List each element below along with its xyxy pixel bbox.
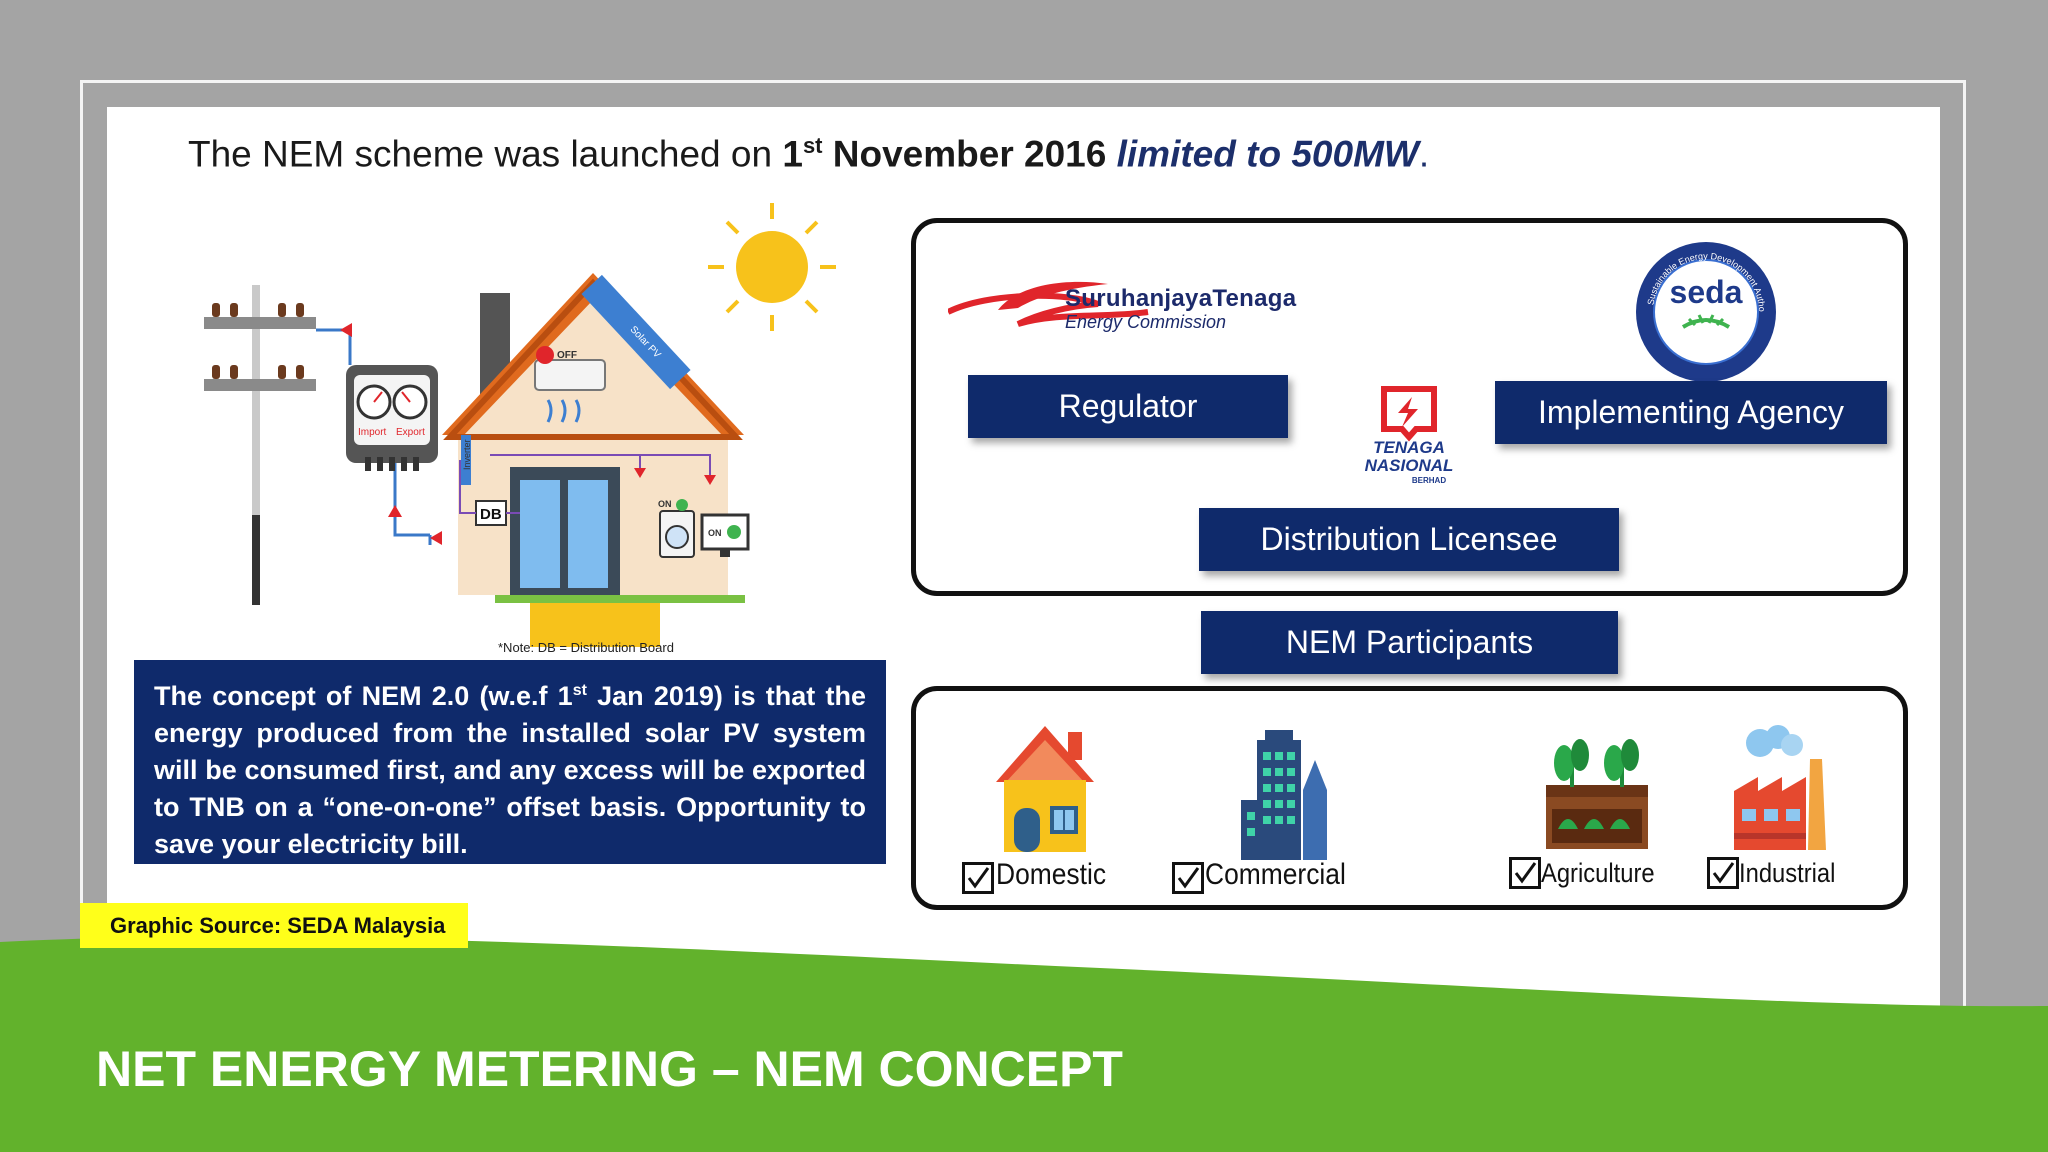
headline-limit: limited to 500MW [1116,133,1419,175]
headline-date: November 2016 [822,133,1117,175]
headline-period: . [1418,133,1430,175]
category-agriculture: Agriculture [1541,858,1655,888]
nem-participants-label: NEM Participants [1201,611,1618,674]
check-icon [967,867,990,889]
off-label: OFF [557,350,577,361]
regulator-label: Regulator [968,375,1288,438]
meter-export-label: Export [396,427,425,438]
slide-title: NET ENERGY METERING – NEM CONCEPT [96,1041,1123,1097]
meter-import-label: Import [358,427,387,438]
nem-concept-box: The concept of NEM 2.0 (w.e.f 1st Jan 20… [134,660,886,864]
concept-text-rest: Jan 2019) is that the energy produced fr… [154,681,866,859]
category-domestic: Domestic [996,858,1107,891]
tnb-line1: TENAGA [1373,438,1445,457]
on-label-2: ON [708,528,722,538]
check-icon [1514,862,1537,884]
diagram-note: *Note: DB = Distribution Board [498,640,674,655]
seda-logo: seda Sustainable Energy Development Auth… [1633,239,1776,382]
distribution-licensee-label: Distribution Licensee [1199,508,1619,571]
footer-band [0,936,2048,1152]
house-icon: Solar PV OFF Inverter DB ON ON [442,273,750,647]
industrial-factory-icon [1734,725,1826,850]
commercial-checkbox [1172,862,1204,894]
category-industrial: Industrial [1739,858,1836,888]
agriculture-checkbox [1509,857,1541,889]
domestic-house-icon [996,726,1094,852]
headline-day: 1 [782,133,803,175]
concept-sup: st [572,682,587,699]
check-icon [1712,862,1735,884]
agriculture-plants-icon [1546,739,1648,849]
energy-commission-name: SuruhanjayaTenaga [1065,285,1297,312]
commercial-building-icon [1241,730,1327,860]
seda-country-text: MALAYSIA [1674,343,1736,365]
nem-house-diagram: Import Export Solar PV OFF I [204,203,836,647]
energy-commission-subtitle: Energy Commission [1065,312,1227,332]
seda-wordmark: seda [1670,274,1743,310]
headline-day-suffix: st [802,133,823,158]
domestic-checkbox [962,862,994,894]
on-label-1: ON [658,499,672,509]
slide-headline: The NEM scheme was launched on 1st Novem… [188,133,1429,175]
db-label: DB [480,506,502,523]
energy-commission-logo [948,281,1149,327]
headline-prefix: The NEM scheme was launched on [188,133,783,175]
check-icon [1177,867,1200,889]
svg-text:MALAYSIA: MALAYSIA [1674,343,1736,365]
concept-text-start: The concept of NEM 2.0 (w.e.f 1 [154,681,573,711]
meter-icon: Import Export [346,365,438,471]
utility-pole-icon [204,285,316,605]
category-commercial: Commercial [1205,858,1346,891]
sun-icon [708,203,836,331]
inverter-label: Inverter [462,439,472,470]
implementing-agency-label: Implementing Agency [1495,381,1887,444]
tnb-line2: NASIONAL [1365,456,1454,475]
industrial-checkbox [1707,857,1739,889]
graphic-source-label: Graphic Source: SEDA Malaysia [80,903,468,948]
tnb-logo: TENAGA NASIONAL BERHAD [1365,386,1454,485]
tnb-line3: BERHAD [1412,476,1446,485]
